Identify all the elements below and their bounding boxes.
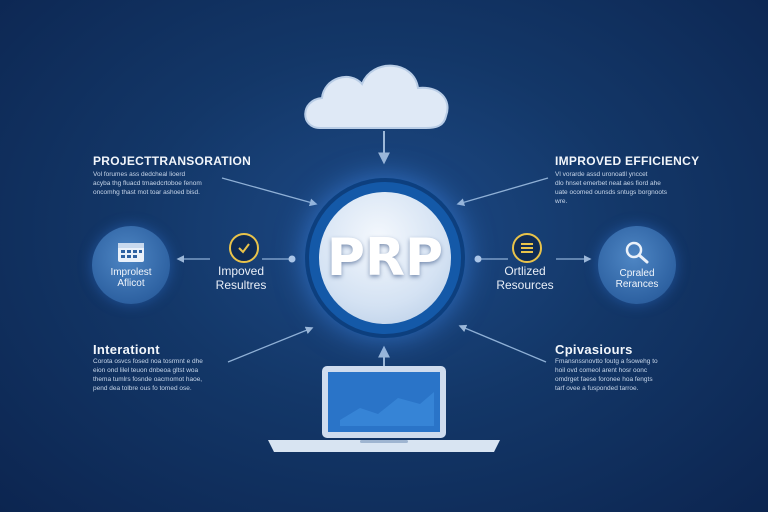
left-connector-dot (288, 255, 296, 263)
top-right-connector (456, 177, 549, 207)
cloud-icon (304, 64, 449, 129)
bottom-left-title: Interationt (93, 342, 160, 357)
bottom-left-connector (227, 326, 314, 363)
bottom-right-connector (458, 324, 547, 363)
hub-label: PRP (326, 228, 444, 288)
left-node: Improlest Aflicot (92, 226, 170, 304)
list-badge-icon (512, 233, 542, 263)
left-mid-label: Impoved Resultres (215, 264, 267, 292)
top-left-body: Vol forumes ass dedcheal lioerd acyba th… (93, 171, 202, 196)
top-left-title: PROJECTTRANSORATION (93, 154, 252, 168)
central-hub: PRP (305, 178, 465, 338)
magnifier-icon (625, 241, 649, 264)
laptop-icon (268, 366, 500, 452)
right-mid-label: Ortlized Resources (496, 264, 554, 292)
central-hub-disc: PRP (319, 192, 451, 324)
right-node: Cpraled Rerances (598, 226, 676, 304)
left-node-label: Improlest Aflicot (110, 267, 152, 289)
top-right-title: IMPROVED EFFICIENCY (555, 154, 700, 168)
top-left-connector (221, 177, 318, 207)
calendar-grid-icon (118, 243, 144, 262)
bottom-left-body: Corota osvcs fosed noa tosrmnt e dhe eio… (93, 358, 203, 392)
bottom-right-body: Fmansnssnovtto foutg a fsowehg to hoil o… (555, 358, 658, 392)
right-node-label: Cpraled Rerances (615, 268, 659, 290)
check-badge-icon (229, 233, 259, 263)
bottom-right-title: Cpivasiours (555, 342, 633, 357)
right-connector-dot (474, 255, 482, 263)
top-right-body: Vl vorarde assd uronoatll ynccet dlo hns… (555, 171, 668, 205)
